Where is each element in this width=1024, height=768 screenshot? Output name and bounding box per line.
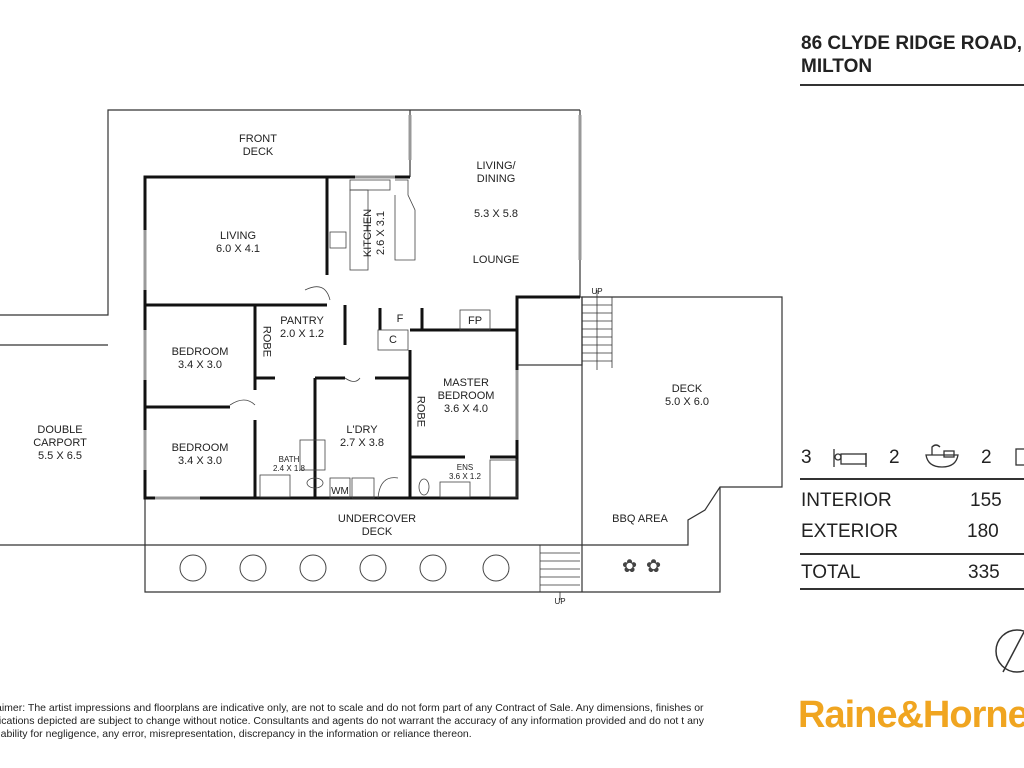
- divider: [800, 478, 1024, 480]
- bedroom-count: 3: [801, 447, 812, 468]
- room-fireplace: FP: [467, 315, 483, 327]
- room-robe-2: ROBE: [414, 395, 427, 428]
- divider: [800, 553, 1024, 555]
- room-living-dining: LIVING/ DINING: [476, 160, 516, 185]
- room-master-dim: 3.6 X 4.0: [443, 403, 489, 415]
- room-fridge: F: [396, 313, 404, 325]
- room-master-bedroom: MASTER BEDROOM: [437, 377, 495, 402]
- disclaimer: aimer: The artist impressions and floorp…: [0, 702, 705, 740]
- area-exterior-label: EXTERIOR: [801, 521, 899, 542]
- bathroom-count: 2: [889, 447, 900, 468]
- shrub-icon: [179, 554, 207, 582]
- car-count: 2: [981, 447, 992, 468]
- svg-text:✿: ✿: [622, 556, 637, 576]
- car-icon: [1015, 448, 1024, 466]
- area-exterior-value: 180: [967, 521, 999, 542]
- room-carport-dim: 5.5 X 6.5: [37, 450, 83, 462]
- total-label: TOTAL: [801, 562, 861, 583]
- room-undercover-deck: UNDERCOVER DECK: [337, 513, 417, 538]
- property-address: 86 CLYDE RIDGE ROAD,MILTON: [801, 33, 1023, 77]
- room-robe: ROBE: [260, 325, 273, 358]
- bed-icon: [833, 449, 867, 467]
- room-living-dining-dim: 5.3 X 5.8: [473, 208, 519, 220]
- floor-plan: ✿✿: [0, 109, 783, 600]
- divider: [800, 588, 1024, 590]
- stairs-up-label: UP: [591, 287, 603, 296]
- room-bbq-area: BBQ AREA: [612, 513, 668, 525]
- room-carport: DOUBLE CARPORT: [33, 424, 87, 449]
- room-front-deck: FRONT DECK: [239, 133, 277, 158]
- divider: [800, 84, 1024, 86]
- stairs-up-label: UP: [554, 597, 566, 606]
- room-cupboard: C: [389, 334, 397, 346]
- svg-text:✿: ✿: [646, 556, 661, 576]
- room-lounge: LOUNGE: [472, 254, 520, 266]
- total-value: 335: [968, 562, 1000, 583]
- area-interior-label: INTERIOR: [801, 490, 892, 511]
- bath-icon: [925, 444, 959, 468]
- brand-logo: Raine&Horne: [798, 694, 1024, 736]
- area-interior-value: 155: [970, 490, 1002, 511]
- washing-machine: WM: [331, 486, 349, 497]
- north-compass-icon: [995, 629, 1024, 673]
